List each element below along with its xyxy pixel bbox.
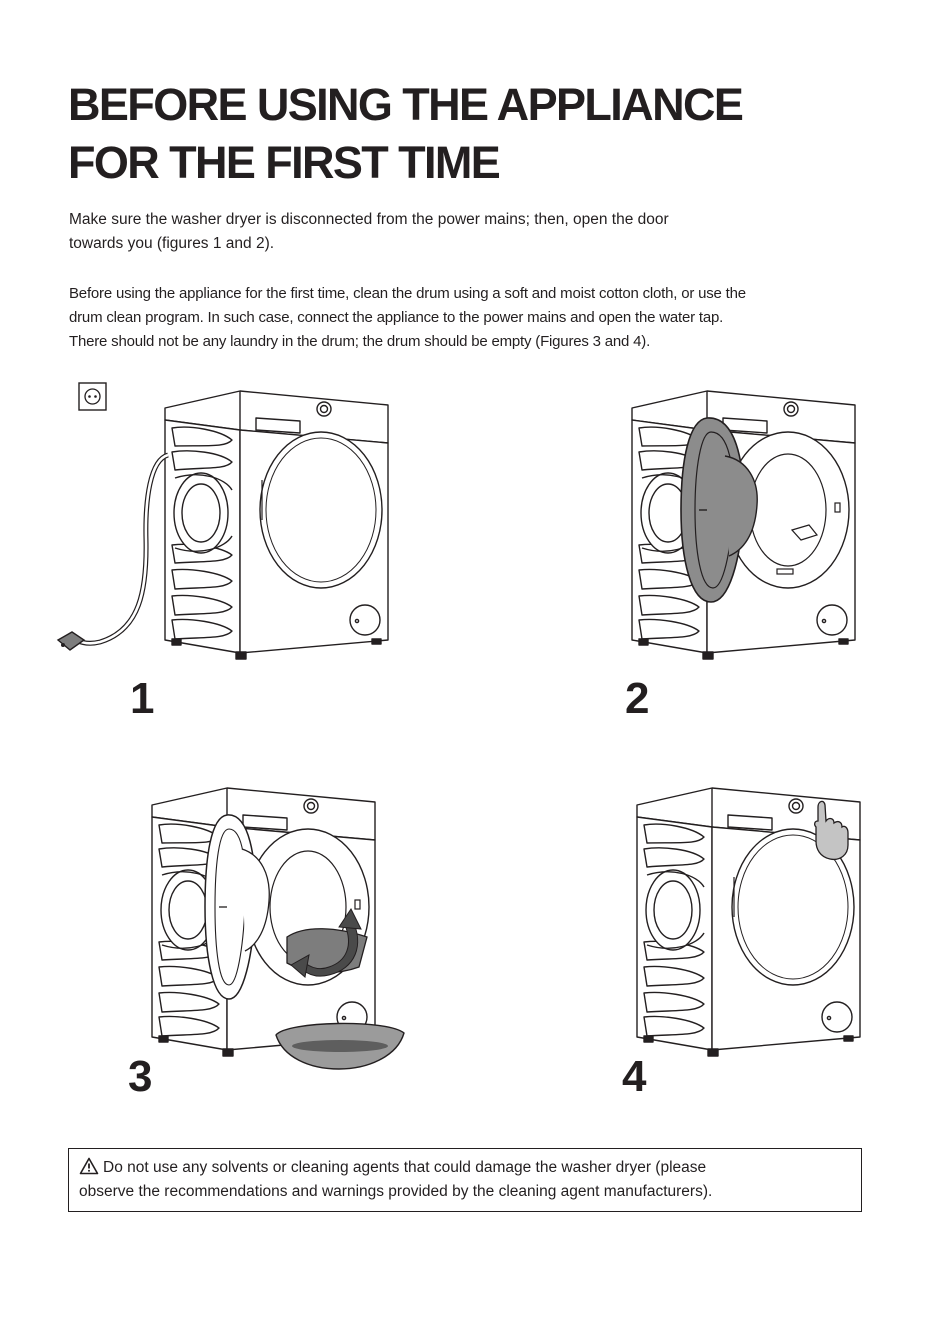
intro-paragraph: Make sure the washer dryer is disconnect…	[69, 208, 889, 256]
cleaning-line-1: Before using the appliance for the first…	[69, 285, 746, 302]
warning-box: Do not use any solvents or cleaning agen…	[68, 1148, 862, 1212]
cleaning-paragraph: Before using the appliance for the first…	[69, 282, 889, 354]
figure-3-washer-cleaning	[151, 787, 405, 1070]
warning-line-2: observe the recommendations and warnings…	[79, 1183, 713, 1200]
warning-triangle-icon	[79, 1157, 99, 1175]
figure-1-number: 1	[130, 674, 155, 723]
warning-line-1-wrap: Do not use any solvents or cleaning agen…	[79, 1156, 851, 1180]
figure-2-number: 2	[625, 674, 650, 723]
title-line-2: FOR THE FIRST TIME	[68, 137, 501, 188]
intro-line-1: Make sure the washer dryer is disconnect…	[69, 211, 669, 228]
figure-4-washer-start	[636, 787, 861, 1057]
figure-2-washer-door-open	[631, 390, 856, 660]
power-socket-icon	[78, 382, 107, 411]
page-title: BEFORE USING THE APPLIANCE FOR THE FIRST…	[68, 76, 744, 192]
cleaning-line-3: There should not be any laundry in the d…	[69, 333, 651, 350]
figure-4-number: 4	[622, 1052, 647, 1101]
title-line-1: BEFORE USING THE APPLIANCE	[68, 79, 744, 130]
figure-1-washer-unplugged	[56, 390, 389, 660]
figure-3-number: 3	[128, 1052, 153, 1101]
intro-line-2: towards you (figures 1 and 2).	[69, 235, 275, 252]
warning-line-1: Do not use any solvents or cleaning agen…	[103, 1159, 707, 1176]
cleaning-line-2: drum clean program. In such case, connec…	[69, 309, 724, 326]
